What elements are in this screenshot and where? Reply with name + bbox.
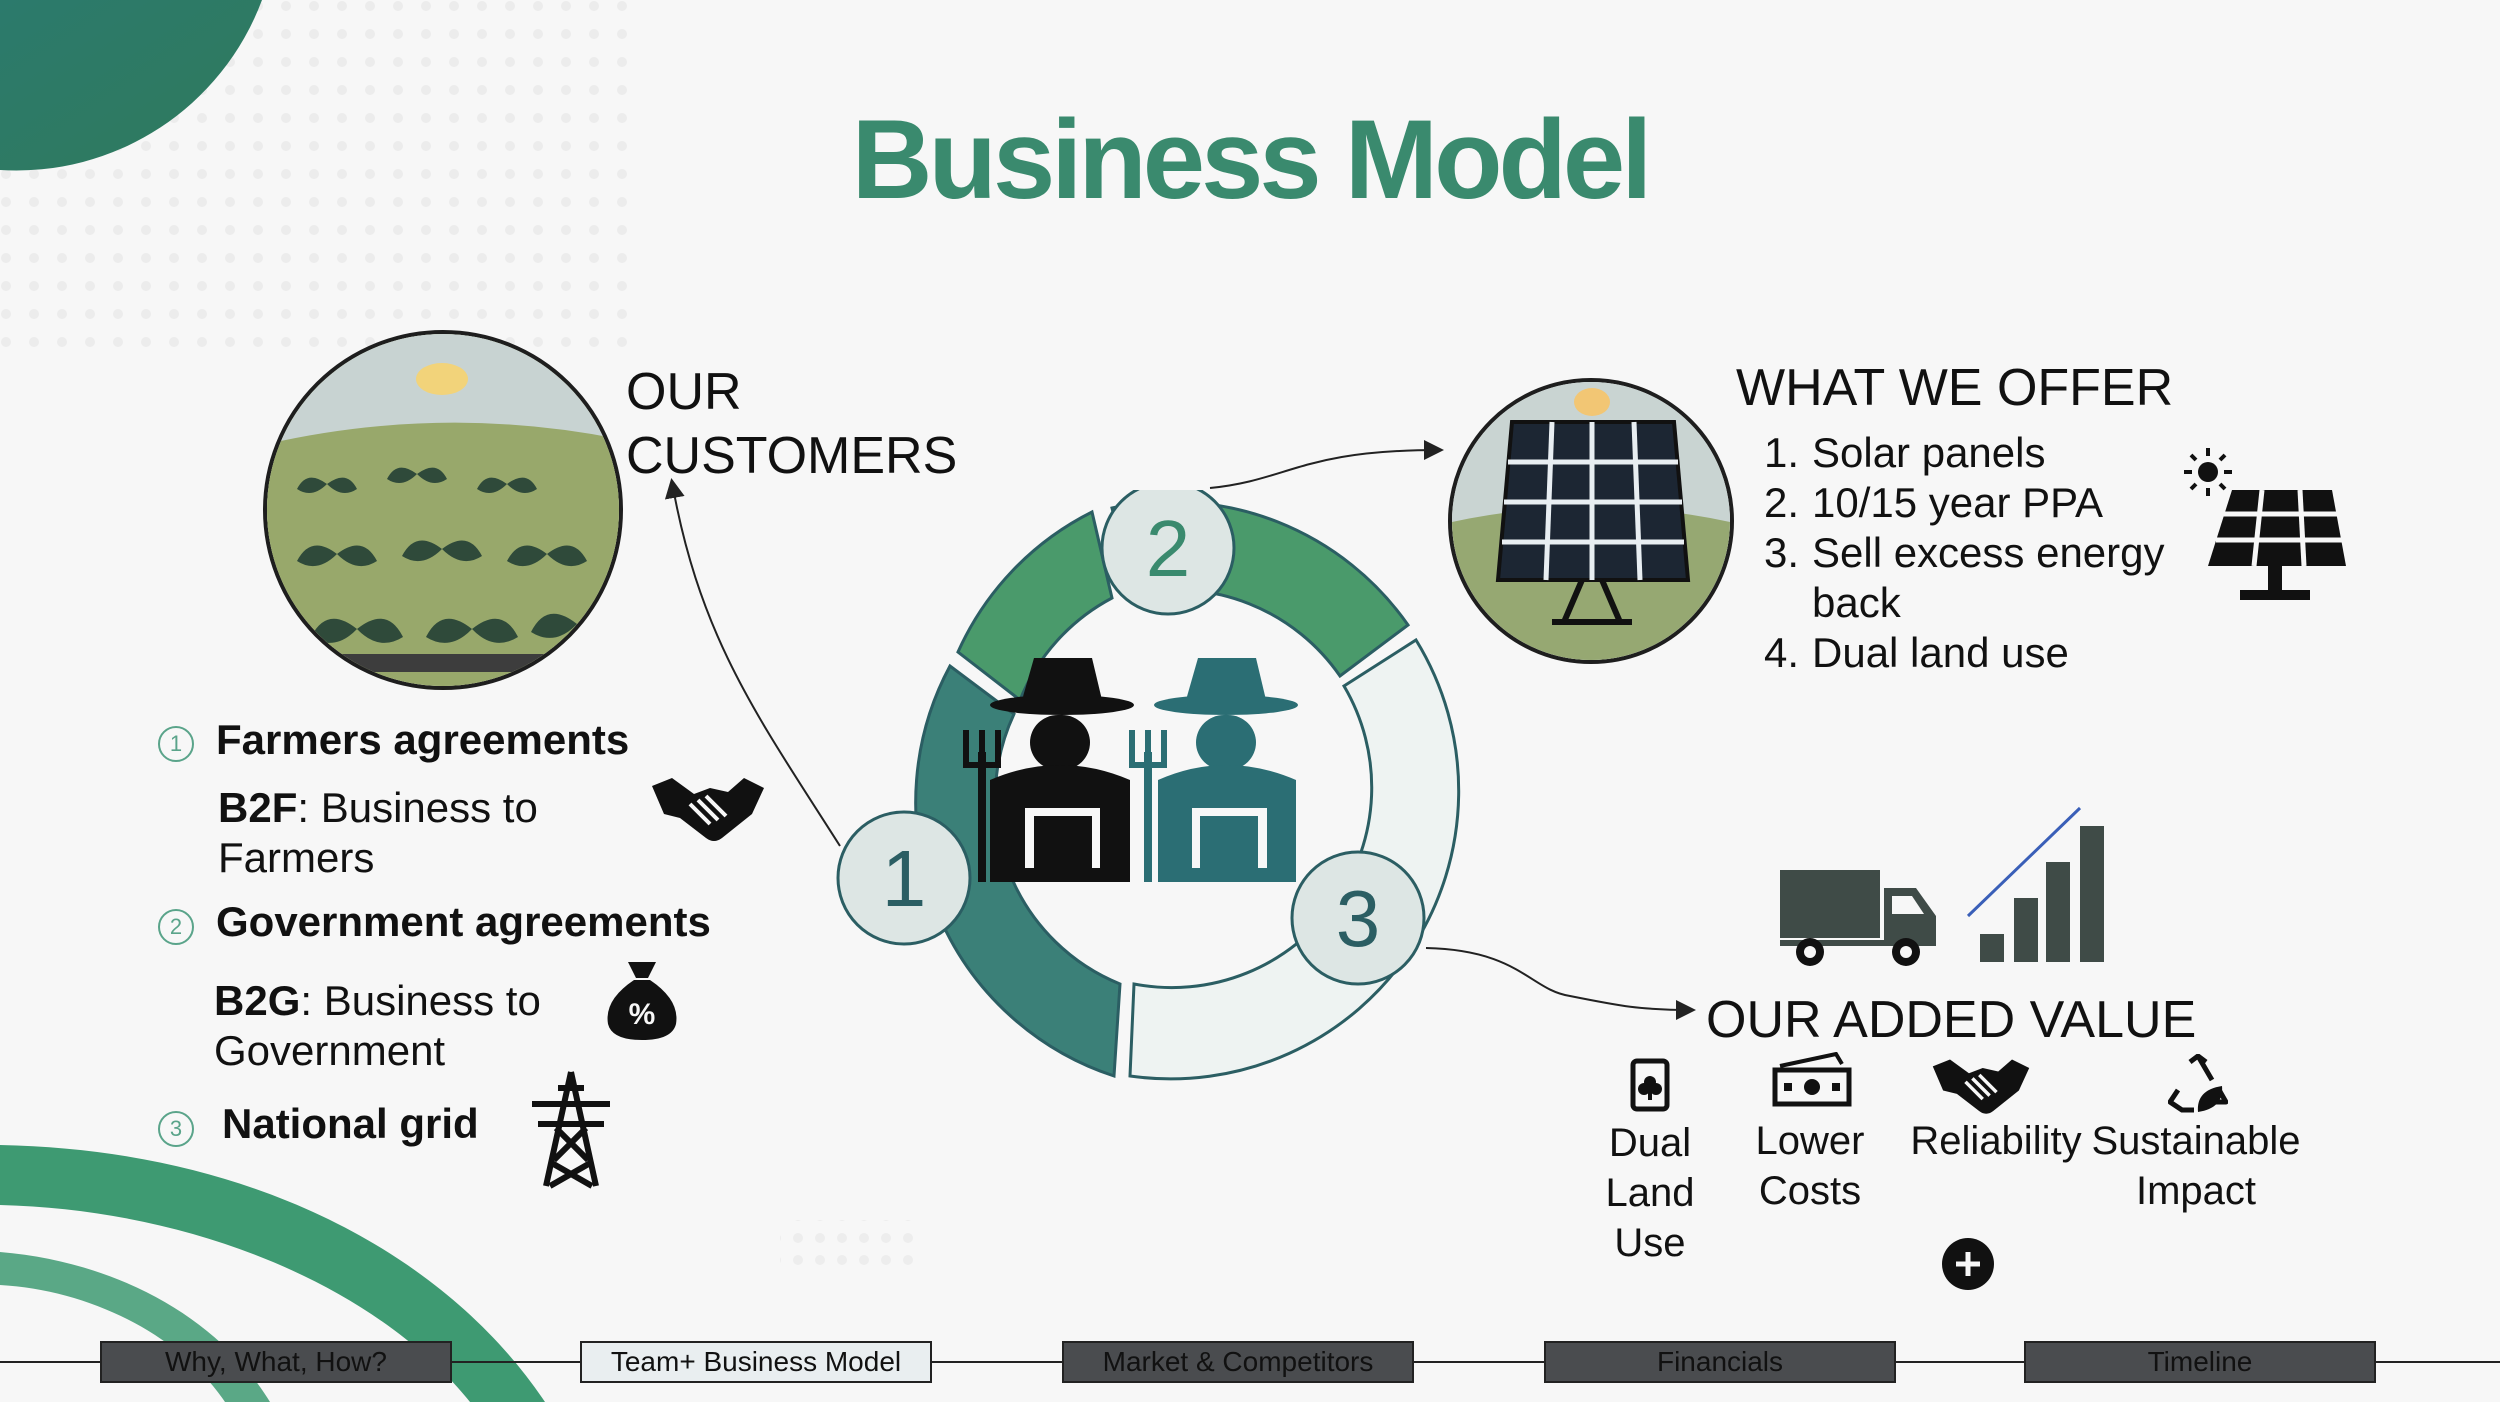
growth-chart-icon bbox=[1966, 806, 2104, 962]
offer-list-item: 3.Sell excess energy bbox=[1764, 529, 2165, 576]
handshake-icon bbox=[1932, 1059, 2030, 1114]
money-bag-percent-icon: % bbox=[607, 962, 677, 1040]
value-item-sustainable-impact: Sustainable Impact bbox=[2091, 1119, 2301, 1213]
customer-item-title: Government agreements bbox=[216, 898, 711, 945]
offer-heading: WHAT WE OFFER bbox=[1736, 359, 2174, 417]
solar-panel-icon bbox=[2184, 448, 2346, 600]
value-item-lower-costs: Lower Costs bbox=[1755, 1119, 1865, 1213]
nav-tab-market-competitors[interactable]: Market & Competitors bbox=[1062, 1341, 1414, 1383]
customer-item-title: National grid bbox=[222, 1100, 479, 1147]
offer-list: 1.Solar panels 2.10/15 year PPA 3.Sell e… bbox=[1764, 428, 2165, 678]
recycle-leaf-icon bbox=[2168, 1054, 2228, 1113]
svg-text:%: % bbox=[629, 998, 656, 1031]
farm-field-image bbox=[263, 330, 623, 690]
page-title: Business Model bbox=[851, 97, 1653, 222]
customer-item-number: 1 bbox=[158, 726, 194, 762]
cycle-step-label: 2 bbox=[1146, 504, 1191, 593]
cash-icon bbox=[1772, 1052, 1852, 1107]
delivery-truck-icon bbox=[1780, 870, 1936, 966]
cycle-step-2-bubble bbox=[1100, 490, 1236, 616]
customer-item-description: B2F: Business to Farmers bbox=[218, 784, 538, 881]
customer-item-title: Farmers agreements bbox=[216, 716, 630, 763]
offer-list-item: 2.10/15 year PPA bbox=[1764, 479, 2104, 526]
customers-heading: OUR CUSTOMERS bbox=[626, 363, 958, 485]
cycle-step-3-bubble bbox=[1290, 850, 1426, 986]
cycle-step-label: 3 bbox=[1336, 874, 1381, 963]
business-cycle-diagram: 2 1 3 bbox=[836, 490, 1461, 1081]
customer-item-number: 2 bbox=[158, 909, 194, 945]
nav-tab-timeline[interactable]: Timeline bbox=[2024, 1341, 2376, 1383]
nav-tab-team-business-model[interactable]: Team+ Business Model bbox=[580, 1341, 932, 1383]
offer-list-item: back bbox=[1812, 579, 1901, 626]
customer-item-number: 3 bbox=[158, 1111, 194, 1147]
value-item-dual-land-use: Dual Land Use bbox=[1605, 1121, 1695, 1265]
plus-icon[interactable] bbox=[1940, 1236, 1996, 1292]
cycle-step-1-bubble bbox=[836, 810, 972, 946]
power-pylon-icon bbox=[532, 1071, 610, 1189]
nav-tab-why-what-how[interactable]: Why, What, How? bbox=[100, 1341, 452, 1383]
nav-tab-financials[interactable]: Financials bbox=[1544, 1341, 1896, 1383]
value-item-reliability: Reliability bbox=[1910, 1119, 2082, 1163]
customer-item-description: B2G: Business to Government bbox=[214, 977, 541, 1074]
cycle-step-label: 1 bbox=[882, 834, 927, 923]
card-icon bbox=[1630, 1058, 1670, 1112]
farmers-icon bbox=[963, 658, 1298, 882]
offer-list-item: 4.Dual land use bbox=[1764, 629, 2069, 676]
offer-list-item: 1.Solar panels bbox=[1764, 429, 2046, 476]
added-value-heading: OUR ADDED VALUE bbox=[1706, 991, 2197, 1049]
handshake-icon bbox=[652, 778, 764, 841]
cycle-segment-1 bbox=[914, 663, 1122, 1079]
solar-panel-image bbox=[1448, 378, 1734, 664]
